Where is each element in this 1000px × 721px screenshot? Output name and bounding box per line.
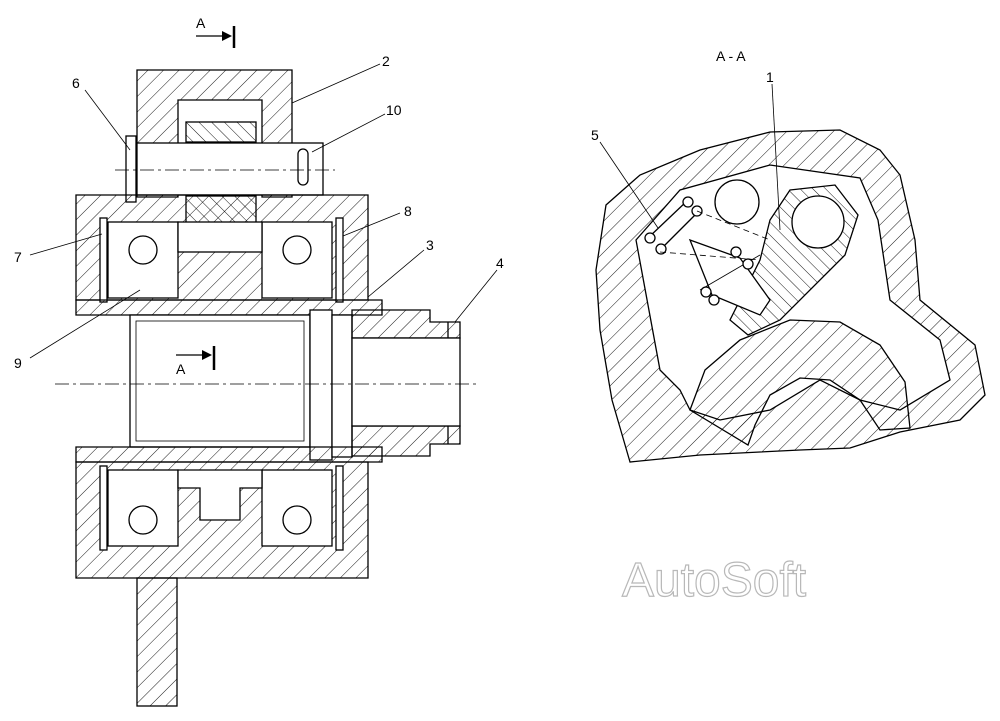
lever-bore [791,195,845,249]
callout-1: 1 [766,69,774,85]
callout-2: 2 [382,53,390,69]
housing-bore [714,179,760,225]
pawl-block-upper [185,121,257,143]
spring-coil [655,243,667,255]
ratchet-gap-upper [177,221,263,253]
shaft-wall-lower [75,446,383,463]
callout-9: 9 [14,355,22,371]
section-arrowhead-mid [202,350,212,360]
snap-ring-7 [99,217,108,303]
leader-3 [367,249,425,298]
section-letter-top: A [196,15,206,31]
hidden-line [659,251,761,261]
leader-8 [342,212,401,237]
longitudinal-section: A A 6 2 10 8 7 3 4 9 [14,15,504,707]
shaft-bore [129,314,311,448]
ball-left-upper [128,235,158,265]
leader-10 [311,113,386,153]
shaft-end-bore [351,337,461,427]
leader-9 [29,289,141,359]
section-title: A - A [716,48,746,64]
watermark-logo: AutoSoft [622,554,806,607]
leader-1 [771,83,781,231]
spring-coil [644,232,656,244]
callout-6: 6 [72,75,80,91]
leader-7 [29,233,103,256]
pawl-pin [708,294,720,306]
pin-slot [297,148,309,186]
callout-4: 4 [496,255,504,271]
washer-6 [125,135,137,203]
spring-line [659,211,699,251]
shaft-bore-inner [135,320,305,442]
shaft-end-upper [351,309,461,339]
hidden-line [696,210,771,241]
pawl-pin [700,286,712,298]
callout-10: 10 [386,102,402,118]
lower-boss [689,319,911,446]
leader-4 [454,269,498,323]
ratchet-gap-lower [177,469,263,521]
section-a-a-view: A - A 5 1 [591,48,986,463]
ball-right-upper [282,235,312,265]
snap-ring-lower-left [99,465,108,551]
pin-10 [136,142,324,196]
spring-5 [644,196,703,255]
shaft-collar [309,309,333,461]
leader-2 [291,63,381,104]
shaft-step [331,314,353,458]
snap-ring-lower-right [335,465,344,551]
leader-5 [599,141,659,229]
section-arrowhead-top [222,31,232,41]
callout-7: 7 [14,249,22,265]
handle-stem [136,577,178,707]
ball-left-lower [128,505,158,535]
pawl-pin [730,246,742,258]
callout-5: 5 [591,127,599,143]
snap-ring-8 [335,217,344,303]
spring-line [647,199,689,239]
callout-8: 8 [404,203,412,219]
ball-right-lower [282,505,312,535]
leader-6 [84,89,131,151]
spring-coil [682,196,694,208]
callout-3: 3 [426,237,434,253]
pawl-pin [742,258,754,270]
shaft-wall-upper [75,299,383,316]
section-letter-mid: A [176,361,186,377]
